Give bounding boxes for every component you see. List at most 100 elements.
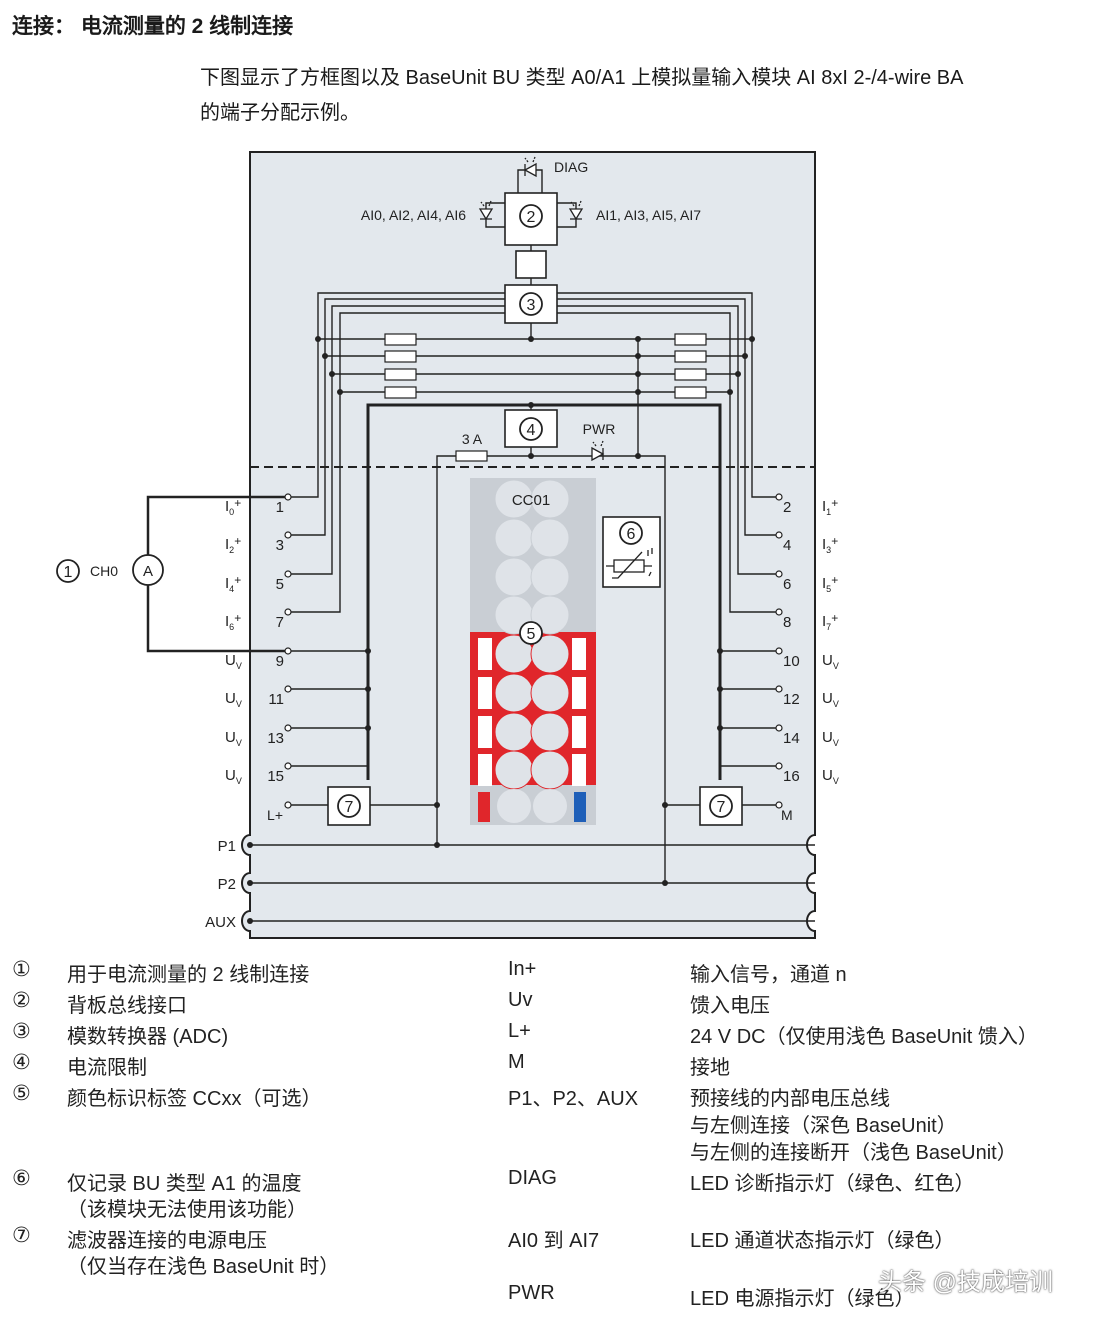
signal-subscript: 2	[229, 545, 234, 555]
signal-subscript: V	[833, 776, 839, 786]
junction-dot	[315, 336, 321, 342]
junction-dot	[247, 918, 253, 924]
junction-dot	[662, 880, 668, 886]
terminal-signal-label: I1+	[822, 496, 838, 517]
junction-dot	[528, 402, 534, 408]
legend-term: AI0 到 AI7	[508, 1230, 600, 1252]
terminal-16	[775, 762, 783, 770]
junction-dot	[247, 842, 253, 848]
led-channel-odd-icon	[568, 200, 584, 221]
terminal-2	[775, 493, 783, 501]
signal-suffix: +	[234, 611, 241, 625]
junction-dot	[434, 842, 440, 848]
junction-dot	[717, 648, 723, 654]
legend-desc: LED 电源指示灯（绿色）	[690, 1288, 915, 1310]
signal-name: I	[822, 498, 826, 515]
wire	[290, 305, 505, 575]
signal-subscript: 3	[826, 545, 831, 555]
signal-subscript: V	[833, 699, 839, 709]
legend-desc-line3: 与左侧的连接断开（浅色 BaseUnit）	[690, 1142, 1017, 1164]
label-slot	[530, 595, 570, 635]
junction-dot	[434, 802, 440, 808]
terminal-signal-label: UV	[822, 690, 839, 709]
legend-marker: ⑥	[12, 1167, 31, 1190]
legend-text: 模数转换器 (ADC)	[67, 1026, 229, 1048]
signal-subscript: 6	[229, 622, 234, 632]
terminal-5	[284, 570, 292, 578]
terminal-9	[284, 647, 292, 655]
terminal-number: 10	[783, 653, 800, 670]
terminal-signal-label: I7+	[822, 611, 838, 632]
junction-dot	[717, 725, 723, 731]
label-slot	[533, 789, 567, 823]
terminal-signal-label: UV	[822, 652, 839, 671]
terminal-number: 12	[783, 691, 800, 708]
junction-dot	[727, 389, 733, 395]
watermark: 头条 @技成培训	[878, 1269, 1054, 1296]
terminal-signal-label: I2+	[225, 534, 241, 555]
signal-name: U	[225, 729, 236, 746]
ch-label: CH0	[90, 563, 118, 579]
junction-dot	[635, 389, 641, 395]
signal-suffix: +	[831, 496, 838, 510]
junction-dot	[735, 371, 741, 377]
terminal-signal-label: UV	[225, 652, 242, 671]
legend-term: M	[508, 1051, 525, 1073]
marker-circle-icon	[619, 521, 643, 545]
legend-term: L+	[508, 1020, 531, 1042]
signal-suffix: +	[831, 611, 838, 625]
terminal-signal-label: I6+	[225, 611, 241, 632]
legend-term: In+	[508, 958, 537, 980]
legend-marker: ⑦	[12, 1224, 31, 1247]
terminal-11	[284, 685, 292, 693]
signal-subscript: V	[236, 661, 242, 671]
wire	[557, 305, 776, 575]
legend-term: DIAG	[508, 1167, 557, 1189]
marker-circle-icon	[337, 794, 361, 818]
terminal-number: 11	[268, 691, 284, 708]
terminal-1	[284, 493, 292, 501]
led-left-label: AI0, AI2, AI4, AI6	[361, 207, 466, 223]
signal-suffix: +	[831, 573, 838, 587]
terminal-14	[775, 724, 783, 732]
terminal-signal-label: UV	[822, 729, 839, 748]
label-slot	[494, 673, 534, 713]
legend-text: 滤波器连接的电源电压	[67, 1230, 267, 1252]
terminal-signal-label: UV	[225, 690, 242, 709]
terminal-10	[775, 647, 783, 655]
filter-block-right	[699, 786, 743, 826]
terminal-signal-label: UV	[822, 767, 839, 786]
terminal-number: 7	[276, 614, 284, 631]
resistor-icon	[674, 368, 707, 381]
terminal-number: 9	[276, 653, 284, 670]
terminal-15	[284, 762, 292, 770]
label-slot	[497, 789, 531, 823]
marker-circle-icon	[519, 621, 543, 645]
diag-label: DIAG	[554, 159, 588, 175]
wire	[366, 403, 722, 780]
legend-desc: 馈入电压	[690, 995, 770, 1017]
marker-circle-icon	[519, 204, 543, 228]
junction-dot	[337, 389, 343, 395]
legend-marker: ④	[12, 1051, 31, 1074]
label-slot	[494, 518, 534, 558]
ammeter-label: A	[143, 563, 153, 580]
signal-name: I	[225, 536, 229, 553]
signal-name: U	[225, 652, 236, 669]
m-label: M	[781, 807, 793, 823]
signal-subscript: V	[833, 661, 839, 671]
intro-text-line2: 的端子分配示例。	[200, 102, 360, 124]
junction-dot	[635, 453, 641, 459]
legend-text-continued: （该模块无法使用该功能）	[67, 1199, 307, 1221]
terminal-7	[284, 608, 292, 616]
marker-circle-icon	[56, 559, 80, 583]
label-slot	[530, 634, 570, 674]
wire	[290, 298, 505, 536]
label-strip-text: CC01	[512, 492, 550, 509]
signal-name: U	[822, 690, 833, 707]
wire	[557, 292, 776, 498]
legend-desc: 接地	[690, 1057, 730, 1079]
thermistor-arrow-icon	[606, 548, 653, 579]
signal-subscript: V	[833, 738, 839, 748]
